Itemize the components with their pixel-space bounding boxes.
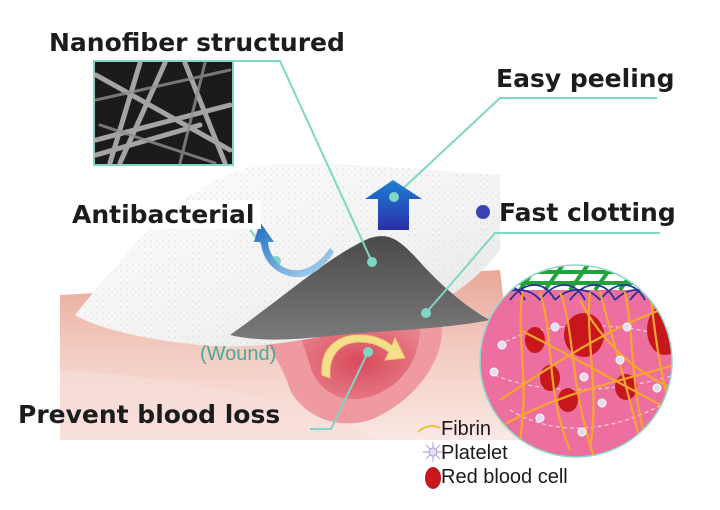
wound-core (300, 324, 420, 400)
bullet-dot-icon (476, 205, 490, 219)
label-wound: (Wound) (200, 343, 277, 365)
label-fast-clotting: Fast clotting (499, 198, 676, 227)
peel-arrow-icon (365, 180, 422, 230)
fibrin-icon (417, 424, 441, 433)
callout-line-fast-clotting (425, 232, 660, 314)
sem-nanofiber-image (93, 60, 234, 166)
label-nanofiber-structured: Nanofiber structured (49, 28, 345, 57)
label-prevent-blood-loss: Prevent blood loss (18, 400, 281, 429)
legend-label-fibrin: Fibrin (441, 418, 492, 440)
magnified-circle-border (479, 264, 673, 458)
legend-label-platelet: Platelet (441, 442, 508, 464)
mesh-layer-green (495, 265, 672, 292)
red-blood-cell-icon (425, 467, 441, 489)
antibacterial-arrow-icon (254, 222, 334, 278)
label-antibacterial: Antibacterial (66, 200, 261, 229)
callout-line-easy-peeling (393, 97, 657, 198)
label-easy-peeling: Easy peeling (496, 64, 675, 93)
callout-line-wound (310, 351, 369, 430)
legend-label-red-blood-cell: Red blood cell (441, 466, 568, 488)
blood-flow-arrow-icon (321, 334, 406, 379)
platelet-icon (423, 442, 443, 462)
platelets (489, 322, 662, 437)
magnified-clot-view (480, 265, 672, 457)
skin-layer-lower (60, 370, 380, 440)
